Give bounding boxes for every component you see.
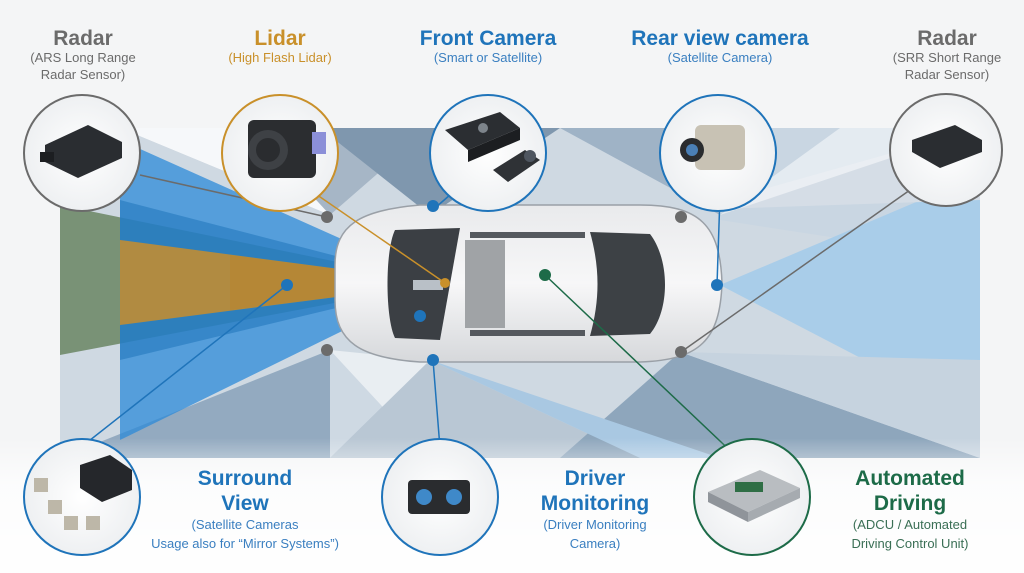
driver-monitoring-title-2: Monitoring — [540, 492, 650, 516]
surround-view-icon — [80, 455, 132, 502]
label-automated-driving: Automated Driving (ADCU / Automated Driv… — [810, 466, 1010, 553]
car — [334, 204, 723, 363]
dot-rear-camera — [711, 279, 723, 291]
rear-camera-sensor — [659, 94, 777, 212]
surround-view-sensor — [23, 438, 141, 556]
surround-title-1: Surround — [197, 467, 293, 490]
dot-radar-rear-right — [675, 346, 687, 358]
lidar-title: Lidar — [254, 27, 306, 50]
rear-window — [590, 232, 665, 336]
front-camera-sub: (Smart or Satellite) — [433, 50, 543, 66]
driver-monitoring-icon — [408, 480, 470, 514]
dot-driver-monitoring — [414, 310, 426, 322]
roofline-bottom — [470, 330, 585, 336]
zone-lower-center — [330, 360, 640, 458]
radar-right-sub1: (SRR Short Range — [892, 50, 1002, 66]
radar-left-sub1: (ARS Long Range — [30, 50, 136, 66]
radar-right-sensor — [889, 93, 1003, 207]
radar-right-icon — [912, 125, 982, 168]
front-camera-title: Front Camera — [419, 27, 557, 50]
connector-automated — [544, 274, 741, 461]
roofline-top — [470, 232, 585, 238]
connector-driver-monitoring — [432, 359, 441, 449]
automated-driving-sensor — [693, 438, 811, 556]
surround-sub2: Usage also for “Mirror Systems”) — [151, 535, 339, 551]
radar-left-sensor — [23, 94, 141, 212]
sensor-images — [23, 93, 1003, 556]
mirror-area — [413, 280, 443, 290]
driver-monitoring-sub2: Camera) — [569, 535, 621, 551]
dot-adcu — [539, 269, 551, 281]
label-front-camera: Front Camera (Smart or Satellite) — [398, 27, 578, 67]
dot-surround-front — [281, 279, 293, 291]
radar-right-sub2: Radar Sensor) — [904, 66, 990, 82]
dot-lidar — [440, 278, 450, 288]
zone-lower-blue — [430, 360, 720, 458]
zone-lower-right — [560, 352, 980, 458]
zone-gap-2 — [330, 350, 430, 458]
label-driver-monitoring: Driver Monitoring (Driver Monitoring Cam… — [500, 466, 690, 553]
rear-camera-title: Rear view camera — [631, 27, 809, 50]
connector-lines — [79, 159, 911, 461]
label-lidar: Lidar (High Flash Lidar) — [205, 27, 355, 67]
label-radar-right: Radar (SRR Short Range Radar Sensor) — [872, 27, 1022, 84]
lidar-sub: (High Flash Lidar) — [228, 50, 332, 66]
sunroof — [465, 240, 505, 328]
dot-camera-mirror-right — [427, 354, 439, 366]
rear-camera-icon — [695, 125, 745, 170]
radar-right-title: Radar — [917, 27, 977, 50]
automated-driving-title-1: Automated — [855, 467, 965, 490]
dot-camera-mirror-left — [427, 200, 439, 212]
dot-radar-front-left — [321, 211, 333, 223]
connector-lidar — [309, 189, 446, 284]
connector-surround — [79, 284, 288, 449]
driver-monitoring-title-1: Driver — [564, 467, 626, 490]
label-rear-camera: Rear view camera (Satellite Camera) — [610, 27, 830, 67]
lidar-sensor — [221, 94, 339, 212]
surround-title-2: View — [221, 492, 269, 516]
automated-driving-sub2: Driving Control Unit) — [851, 535, 969, 551]
surround-sub1: (Satellite Cameras — [191, 517, 299, 533]
front-camera-sensor — [429, 94, 547, 212]
label-radar-left: Radar (ARS Long Range Radar Sensor) — [8, 27, 158, 84]
dot-radar-rear-left — [675, 211, 687, 223]
connector-radar-right — [680, 189, 911, 353]
driver-monitoring-sub1: (Driver Monitoring — [543, 517, 647, 533]
bottom-fade — [0, 438, 1024, 573]
automated-driving-title-2: Driving — [873, 492, 947, 516]
zone-lower-right-corner — [680, 352, 980, 458]
rear-camera-sub: (Satellite Camera) — [667, 50, 773, 66]
connector-radar-left — [139, 174, 328, 218]
radar-left-sub2: Radar Sensor) — [40, 66, 126, 82]
label-surround-view: Surround View (Satellite Cameras Usage a… — [130, 466, 360, 553]
automated-driving-sub1: (ADCU / Automated — [852, 517, 968, 533]
radar-left-icon — [45, 125, 122, 178]
radar-left-title: Radar — [53, 27, 113, 50]
driver-monitoring-sensor — [381, 438, 499, 556]
sensor-dots — [281, 200, 723, 366]
dot-radar-front-right — [321, 344, 333, 356]
